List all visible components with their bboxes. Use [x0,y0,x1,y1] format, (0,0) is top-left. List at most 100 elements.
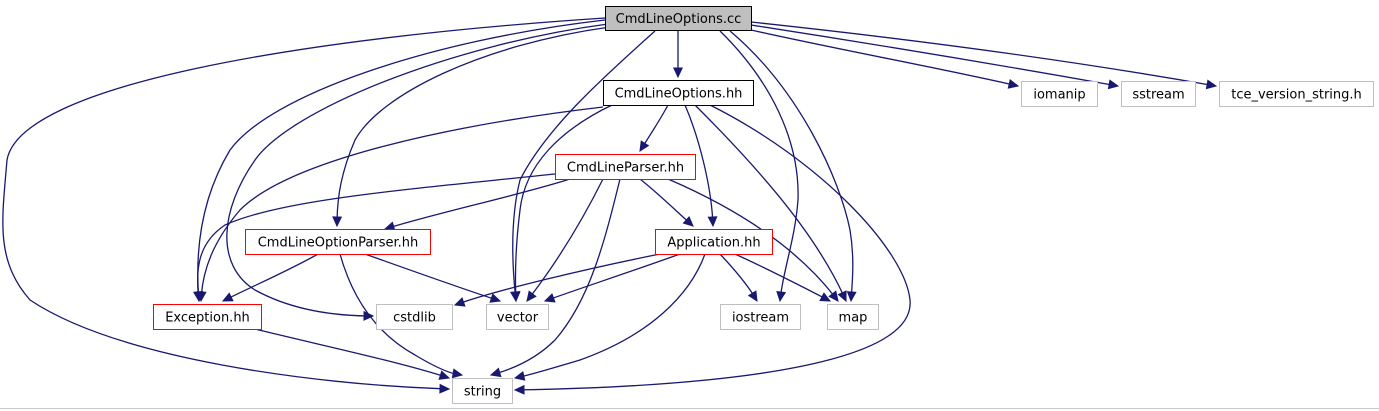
node-label: CmdLineParser.hh [567,161,684,176]
node-box [827,304,879,330]
node-label: iostream [732,311,789,326]
arrow-head-icon [639,140,650,153]
node-string: string [452,378,513,404]
node-box [376,304,453,330]
edge-root-to-exception_hh [193,19,606,303]
arrow-head-icon [451,368,464,379]
edge-root-to-option_parser_hh [332,26,611,228]
arrow-head-icon [682,215,694,227]
edge-opts_hh-to-map [694,104,847,303]
arrow-head-icon [453,297,466,307]
node-root[interactable]: CmdLineOptions.cc [605,6,752,31]
edge-root-to-opts_hh [673,31,683,79]
arrow-head-icon [543,293,556,303]
node-box [486,304,549,330]
edge-root-to-tce_version [750,21,1218,90]
node-box [1021,81,1098,107]
node-box [1219,81,1374,107]
edge-root-to-cstdlib [226,23,609,321]
arrow-head-icon [707,216,718,228]
edge-parser_hh-to-option_parser_hh [383,178,571,232]
arrow-head-icon [513,371,526,381]
node-box [1121,81,1196,107]
edge-root-to-string [2,17,606,394]
arrow-head-icon [819,292,832,302]
edge-option_parser_hh-to-vector [364,253,502,303]
arrow-head-icon [513,384,525,395]
node-iostream: iostream [720,304,801,330]
node-box [555,154,696,180]
node-map: map [827,304,879,330]
edge-opts_hh-to-exception_hh [196,106,604,303]
node-cstdlib: cstdlib [376,304,453,330]
node-box [245,229,431,255]
edge-root-to-map [729,30,857,303]
edge-opts_hh-to-vector [510,104,613,303]
node-label: string [464,385,501,400]
arrow-head-icon [846,291,857,303]
arrow-head-icon [526,290,537,302]
node-parser-hh[interactable]: CmdLineParser.hh [555,154,696,180]
edge-application_hh-to-vector [543,253,681,303]
bottom-divider [0,408,1379,409]
edge-application_hh-to-string [513,253,706,381]
arrow-head-icon [837,290,847,303]
edge-root-to-sstream [750,24,1120,90]
edge-parser_hh-to-exception_hh [193,173,556,303]
edges-layer [2,17,1218,395]
node-label: Exception.hh [165,311,250,326]
arrow-head-icon [489,293,502,303]
edge-option_parser_hh-to-string [339,253,464,379]
edge-root-to-iostream [719,30,799,303]
node-iomanip: iomanip [1021,81,1098,107]
arrow-head-icon [828,290,839,302]
node-box [153,304,262,330]
arrow-head-icon [776,290,787,303]
node-label: iomanip [1033,88,1085,103]
node-label: Application.hh [667,236,760,251]
node-option-parser-hh[interactable]: CmdLineOptionParser.hh [245,229,431,255]
arrow-head-icon [489,367,502,378]
arrow-head-icon [439,383,451,394]
node-vector: vector [486,304,549,330]
edge-root-to-iomanip [750,29,1020,89]
edge-application_hh-to-iostream [719,253,758,303]
arrow-head-icon [1107,79,1120,90]
node-label: CmdLineOptionParser.hh [258,236,419,251]
node-box [655,229,773,255]
edge-application_hh-to-map [734,253,832,302]
node-box [452,378,513,404]
node-tce-version: tce_version_string.h [1219,81,1374,107]
node-application-hh[interactable]: Application.hh [655,229,773,255]
node-label: vector [497,311,539,326]
edge-opts_hh-to-string [513,104,911,395]
node-sstream: sstream [1121,81,1196,107]
node-label: sstream [1132,88,1184,103]
edge-application_hh-to-cstdlib [453,253,661,307]
arrow-head-icon [193,291,204,303]
edge-parser_hh-to-application_hh [639,178,694,227]
edge-option_parser_hh-to-exception_hh [221,253,319,302]
node-box [720,304,801,330]
node-label: tce_version_string.h [1231,88,1362,103]
arrow-head-icon [1007,79,1020,89]
arrow-head-icon [1205,79,1218,90]
node-opts-hh[interactable]: CmdLineOptions.hh [603,80,754,106]
arrow-head-icon [510,291,521,303]
edge-exception_hh-to-string [254,328,451,380]
arrow-head-icon [221,292,234,302]
edge-parser_hh-to-vector [526,178,604,302]
node-label: CmdLineOptions.hh [615,87,743,102]
node-box [603,80,754,106]
node-label: cstdlib [393,311,436,326]
arrow-head-icon [747,290,758,303]
node-box [605,6,752,31]
node-exception-hh[interactable]: Exception.hh [153,304,262,330]
arrow-head-icon [332,216,343,228]
node-label: CmdLineOptions.cc [616,12,742,27]
edge-opts_hh-to-parser_hh [639,104,669,153]
edge-parser_hh-to-string [489,178,621,378]
node-label: map [839,311,868,326]
